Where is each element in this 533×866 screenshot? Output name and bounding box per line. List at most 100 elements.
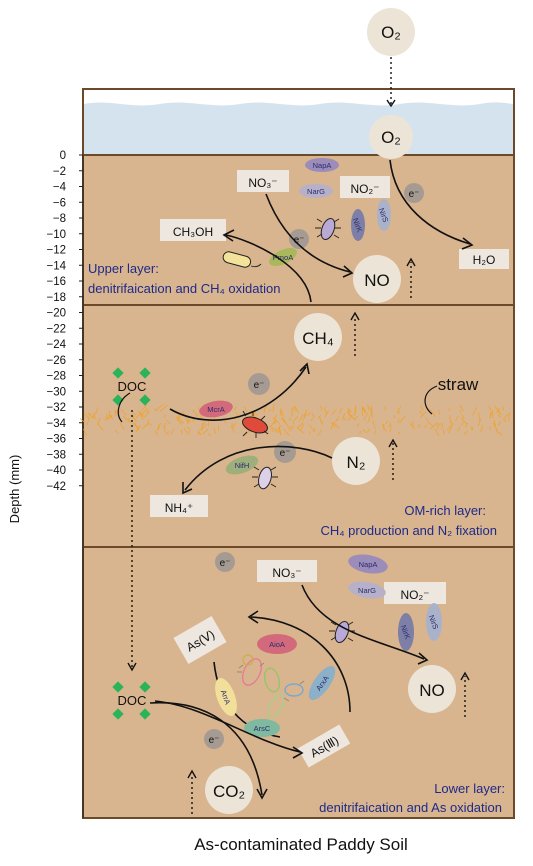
upper-no2-label: NO₂⁻: [351, 182, 380, 196]
lower-narg-enzyme: [348, 581, 386, 599]
straw-fiber: [148, 422, 152, 426]
lower-no2-label: NO₂⁻: [401, 588, 430, 602]
lower-electron-1: [215, 552, 235, 572]
straw-fiber: [307, 412, 311, 417]
straw-fiber: [299, 413, 304, 422]
straw-fiber: [272, 427, 278, 433]
straw-fiber: [321, 420, 324, 425]
straw-fiber: [313, 427, 316, 433]
straw-fiber: [319, 415, 323, 424]
straw-fiber: [153, 408, 158, 412]
straw-fiber: [197, 431, 200, 435]
straw-fiber: [370, 410, 374, 418]
straw-fiber: [396, 405, 402, 414]
straw-fiber: [449, 415, 452, 424]
straw-fiber: [272, 403, 275, 413]
arxa-enzyme: [308, 665, 336, 701]
straw-fiber: [180, 429, 183, 435]
upper-bacterium-1: [315, 217, 341, 241]
straw-fiber: [497, 414, 501, 418]
svg-text:AioA: AioA: [269, 640, 285, 649]
straw-fiber: [135, 413, 141, 419]
straw-fiber: [477, 418, 482, 427]
straw-fiber: [279, 411, 282, 417]
straw-fiber: [502, 406, 505, 411]
straw-fiber: [165, 431, 169, 436]
straw-fiber: [120, 408, 127, 416]
lower-no-label: NO: [419, 681, 445, 700]
straw-fiber: [472, 407, 478, 416]
straw-fiber: [367, 414, 371, 424]
depth-axis: 0−2−4−6−8−10−12−14−16−18−20−22−24−26−28−…: [7, 150, 84, 818]
water-surface: [84, 102, 513, 154]
straw-fiber: [342, 416, 346, 421]
straw-fiber: [178, 414, 181, 420]
straw-fiber: [489, 409, 494, 419]
straw-fiber: [233, 406, 238, 411]
straw-fiber: [138, 410, 145, 418]
methanogenesis-flow: [169, 366, 307, 421]
n2-label: N₂: [347, 453, 366, 472]
n2-circle: [332, 437, 380, 485]
straw-fiber: [273, 421, 277, 425]
upper-no-label: NO: [364, 271, 390, 290]
straw-fiber: [367, 404, 370, 411]
straw-fiber: [166, 419, 171, 425]
straw-fiber: [269, 419, 276, 428]
straw-fiber: [320, 405, 323, 411]
lower-nirk-enzyme: [398, 613, 414, 651]
straw-fiber: [461, 414, 465, 420]
straw-fiber: [446, 424, 453, 430]
lower-denitrification-flow: [301, 584, 425, 660]
methanogen-bacterium: [242, 410, 269, 438]
straw-fiber: [338, 406, 343, 414]
straw-fiber: [94, 406, 99, 415]
middle-layer-title-1: OM-rich layer:: [404, 503, 486, 518]
straw-fiber: [458, 409, 462, 414]
straw-fiber: [201, 423, 203, 431]
straw-fiber: [157, 422, 162, 431]
doc-hook: [117, 392, 131, 423]
straw-fiber: [346, 411, 352, 417]
aioa-enzyme: [257, 634, 297, 654]
straw-fiber: [83, 413, 91, 420]
straw-fiber: [424, 424, 427, 429]
o2-water-circle: [369, 115, 413, 159]
lower-napa-enzyme: [348, 554, 388, 574]
upper-electron-2: [289, 229, 309, 249]
straw-fiber: [159, 404, 168, 412]
axis-tick-label: −18: [46, 292, 66, 304]
straw-fiber: [139, 412, 144, 421]
straw-fiber: [489, 411, 492, 419]
straw-fiber: [122, 415, 130, 423]
straw-fiber: [243, 406, 248, 413]
straw-fiber: [141, 423, 148, 430]
svg-text:NarG: NarG: [358, 586, 376, 595]
straw-fiber: [114, 429, 119, 434]
straw-fiber: [303, 408, 308, 418]
straw-fiber: [308, 424, 315, 432]
upper-electron-1: [404, 183, 424, 203]
o2-top-circle: [367, 8, 415, 56]
straw-fiber: [230, 425, 235, 434]
co2-circle: [205, 766, 253, 814]
straw-fiber: [144, 411, 148, 418]
straw-fiber: [135, 424, 141, 433]
n2-fixation-flow: [184, 445, 333, 491]
straw-fiber: [489, 426, 492, 430]
upper-no3-label: NO₃⁻: [248, 176, 277, 190]
straw-fiber: [183, 427, 188, 434]
straw-fiber: [493, 420, 497, 426]
doc-middle-label: DOC: [118, 379, 147, 394]
axis-tick-label: −16: [46, 276, 66, 288]
straw-fiber: [106, 415, 112, 420]
upper-narg-enzyme: [299, 184, 333, 198]
middle-electron-1: [248, 373, 270, 395]
straw-fiber: [213, 427, 216, 434]
straw-fiber: [362, 407, 365, 411]
straw-fiber: [353, 408, 357, 417]
straw-fiber: [480, 424, 484, 433]
straw-fiber: [384, 406, 387, 411]
straw-fiber: [202, 421, 205, 426]
